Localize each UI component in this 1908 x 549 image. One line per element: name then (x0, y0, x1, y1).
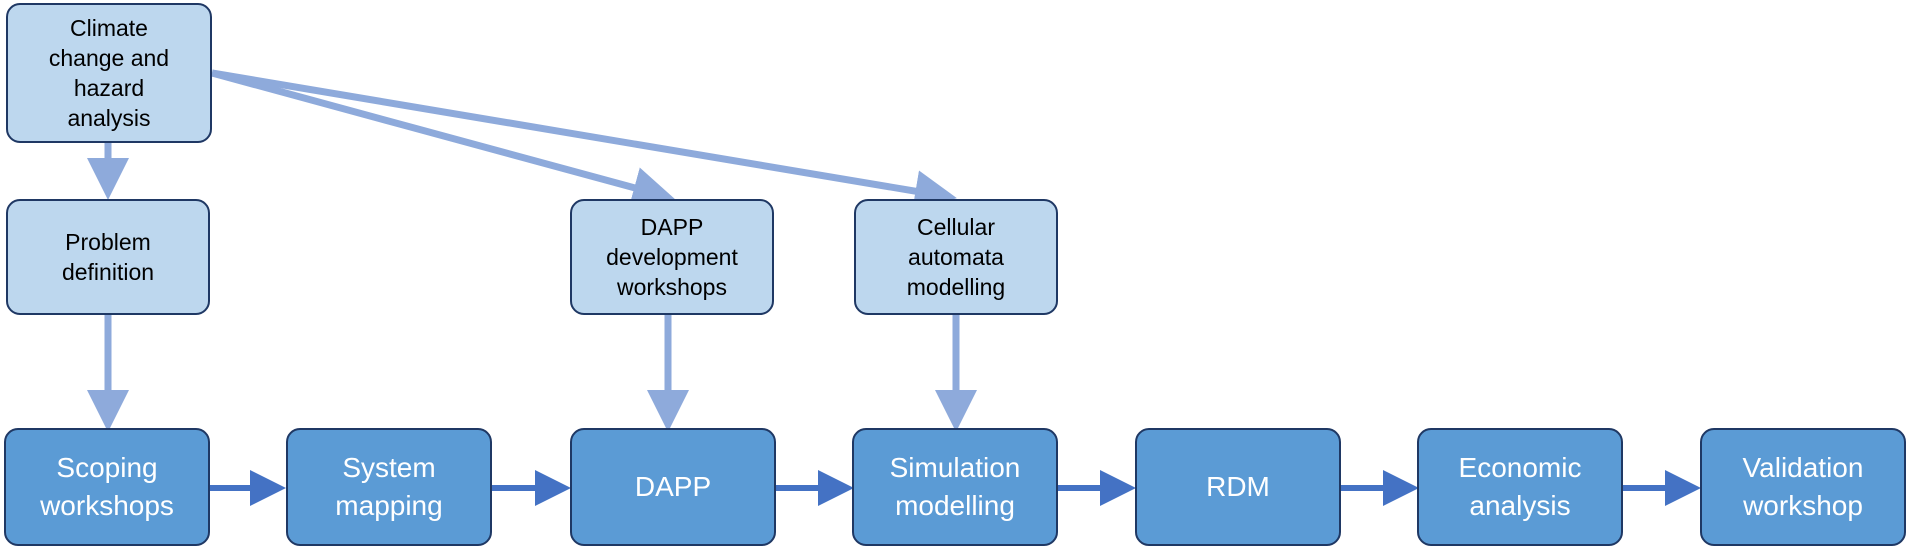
cellular-automata-modelling-label: Cellular automata modelling (906, 214, 1006, 300)
arrow-climate-to-cellular-automata (211, 69, 957, 212)
dapp-box: DAPP (570, 428, 776, 546)
arrow-climate-to-dapp-development (211, 69, 675, 209)
validation-workshop-label: Validation workshop (1742, 452, 1864, 521)
rdm-label: RDM (1206, 471, 1270, 502)
economic-analysis-label: Economic analysis (1458, 452, 1582, 521)
scoping-workshops-box: Scoping workshops (4, 428, 210, 546)
cellular-automata-modelling-box: Cellular automata modelling (854, 199, 1058, 315)
scoping-workshops-label: Scoping workshops (40, 452, 174, 521)
problem-definition-label: Problem definition (61, 229, 155, 285)
rdm-box: RDM (1135, 428, 1341, 546)
climate-change-hazard-analysis-box: Climate change and hazard analysis (6, 3, 212, 143)
dapp-development-workshops-box: DAPP development workshops (570, 199, 774, 315)
simulation-modelling-label: Simulation modelling (889, 452, 1021, 521)
dapp-development-workshops-label: DAPP development workshops (606, 214, 738, 300)
system-mapping-box: System mapping (286, 428, 492, 546)
climate-change-hazard-analysis-label: Climate change and hazard analysis (48, 15, 170, 131)
economic-analysis-box: Economic analysis (1417, 428, 1623, 546)
system-mapping-label: System mapping (335, 452, 443, 521)
simulation-modelling-box: Simulation modelling (852, 428, 1058, 546)
dapp-label: DAPP (634, 471, 712, 502)
validation-workshop-box: Validation workshop (1700, 428, 1906, 546)
problem-definition-box: Problem definition (6, 199, 210, 315)
